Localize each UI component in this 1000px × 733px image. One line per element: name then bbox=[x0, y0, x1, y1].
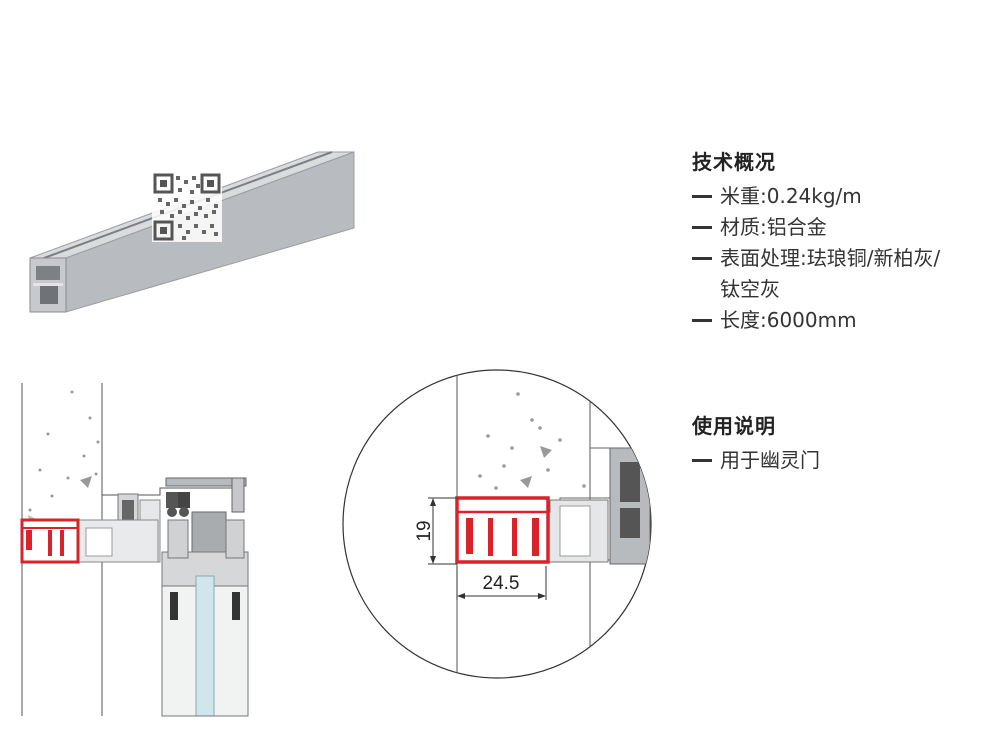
dash-marker bbox=[692, 319, 712, 322]
spec-item-finish-continued: 钛空灰 bbox=[720, 277, 780, 301]
detail-circle: 19 24.5 bbox=[342, 369, 652, 679]
spec-item-finish: 表面处理:珐琅铜/新柏灰/ bbox=[692, 243, 997, 274]
dash-marker bbox=[692, 257, 712, 260]
dash-marker bbox=[692, 459, 712, 462]
qr-code bbox=[152, 172, 222, 242]
tech-overview-title: 技术概况 bbox=[692, 150, 776, 174]
spec-item-length: 长度:6000mm bbox=[692, 305, 997, 336]
usage-section: 使用说明 用于幽灵门 bbox=[692, 410, 997, 476]
usage-title: 使用说明 bbox=[692, 414, 776, 438]
dimension-width-label: 24.5 bbox=[483, 573, 520, 594]
section-drawing bbox=[20, 383, 249, 717]
spec-item-weight: 米重:0.24kg/m bbox=[692, 181, 997, 212]
dimension-height-label: 19 bbox=[414, 520, 435, 541]
spec-item-material: 材质:铝合金 bbox=[692, 212, 997, 243]
tech-overview-section: 技术概况 米重:0.24kg/m 材质:铝合金 表面处理:珐琅铜/新柏灰/ 钛空… bbox=[692, 146, 997, 336]
dash-marker bbox=[692, 226, 712, 229]
usage-item: 用于幽灵门 bbox=[692, 445, 997, 476]
dash-marker bbox=[692, 195, 712, 198]
